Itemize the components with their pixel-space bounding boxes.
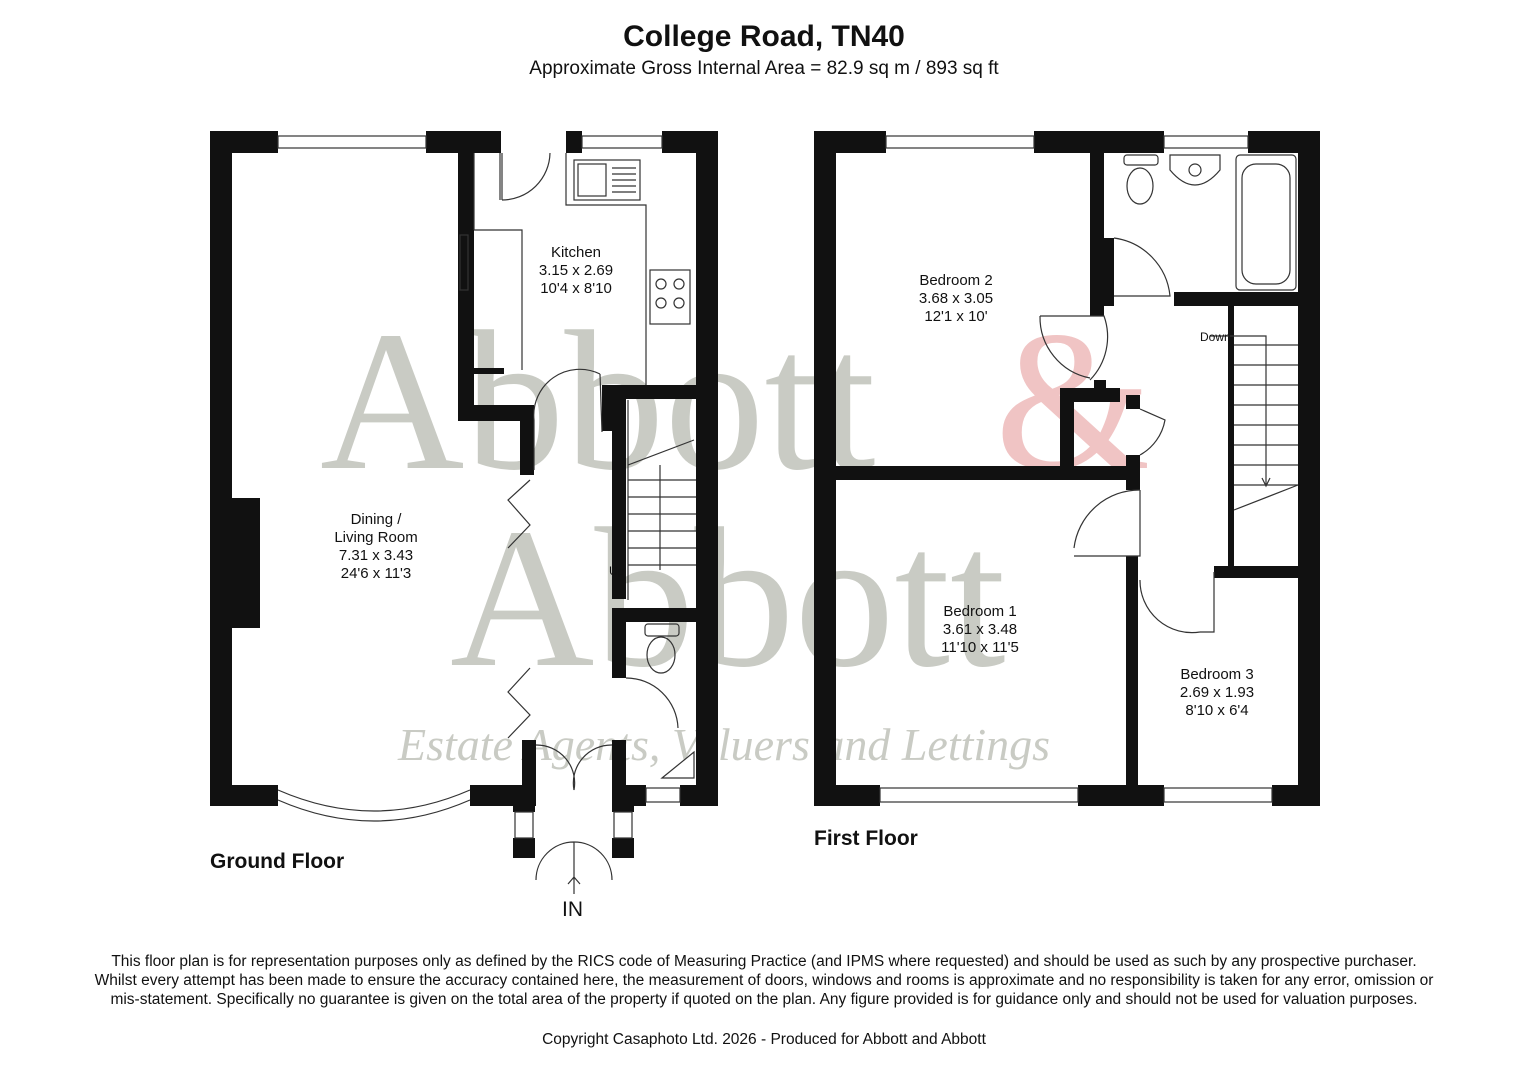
room-dining-imperial: 24'6 x 11'3 xyxy=(340,565,412,582)
watermark-word-top: Abbott xyxy=(320,291,876,512)
room-bedroom-2-imperial: 12'1 x 10' xyxy=(924,308,988,325)
stairs-up-label: Up xyxy=(609,564,625,578)
room-kitchen: Kitchen 3.15 x 2.69 10'4 x 8'10 xyxy=(521,244,631,298)
room-kitchen-name: Kitchen xyxy=(550,244,602,261)
watermark-word-bottom: Abbott xyxy=(450,488,1006,709)
room-dining-name-line2: Living Room xyxy=(334,529,418,546)
room-dining-metric: 7.31 x 3.43 xyxy=(338,547,414,564)
room-bedroom-3: Bedroom 3 2.69 x 1.93 8'10 x 6'4 xyxy=(1157,666,1277,720)
watermark: Abbott & Abbott Estate Agents, Valuers a… xyxy=(320,291,1151,770)
room-bedroom-3-metric: 2.69 x 1.93 xyxy=(1179,684,1255,701)
ground-floor-details xyxy=(277,135,696,894)
room-kitchen-imperial: 10'4 x 8'10 xyxy=(540,280,612,297)
entrance-label: IN xyxy=(562,898,583,921)
room-bedroom-1: Bedroom 1 3.61 x 3.48 11'10 x 11'5 xyxy=(920,603,1040,657)
ground-floor-label: Ground Floor xyxy=(210,850,345,873)
first-floor-label: First Floor xyxy=(814,827,918,850)
first-floor-walls xyxy=(814,131,1320,806)
watermark-tagline: Estate Agents, Valuers and Lettings xyxy=(397,719,1050,770)
room-bedroom-3-imperial: 8'10 x 6'4 xyxy=(1185,702,1249,719)
plan-subtitle: Approximate Gross Internal Area = 82.9 s… xyxy=(529,58,999,79)
stairs-down-label: Down xyxy=(1200,330,1231,344)
plan-title: College Road, TN40 xyxy=(623,20,905,53)
first-floor-details xyxy=(879,135,1299,803)
room-dining-name-line1: Dining / xyxy=(350,511,402,528)
ground-floor-walls xyxy=(210,131,718,858)
room-bedroom-2: Bedroom 2 3.68 x 3.05 12'1 x 10' xyxy=(896,272,1016,326)
room-bedroom-1-metric: 3.61 x 3.48 xyxy=(942,621,1018,638)
room-bedroom-2-metric: 3.68 x 3.05 xyxy=(918,290,994,307)
room-bedroom-1-name: Bedroom 1 xyxy=(943,603,1017,620)
room-kitchen-metric: 3.15 x 2.69 xyxy=(538,262,614,279)
room-bedroom-3-name: Bedroom 3 xyxy=(1180,666,1254,683)
copyright-text: Copyright Casaphoto Ltd. 2026 - Produced… xyxy=(542,1031,986,1048)
room-bedroom-1-imperial: 11'10 x 11'5 xyxy=(941,639,1019,656)
room-bedroom-2-name: Bedroom 2 xyxy=(919,272,993,289)
room-dining-living: Dining / Living Room 7.31 x 3.43 24'6 x … xyxy=(306,511,446,583)
disclaimer-text: This floor plan is for representation pu… xyxy=(94,953,1434,1008)
